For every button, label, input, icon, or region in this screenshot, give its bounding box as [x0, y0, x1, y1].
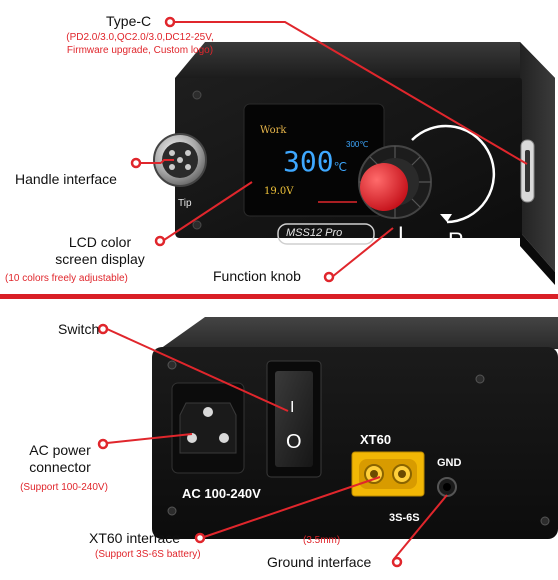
- ac-power-line-2: connector: [29, 459, 91, 475]
- screen-temp-value: 300: [283, 145, 334, 178]
- screw-icon: [167, 360, 177, 370]
- device-top-surface: [175, 42, 555, 78]
- knob-red-cap-icon: [360, 163, 408, 211]
- ac-power-detail: (Support 100-240V): [20, 482, 108, 493]
- callout-line-xt60: [203, 476, 381, 538]
- ac-power-line-1: AC power: [29, 442, 91, 458]
- xt60-interface-label: XT60 interface: [89, 530, 181, 546]
- type-c-detail-2: Firmware upgrade, Custom logo): [66, 45, 214, 56]
- screen-temperature: 300℃: [283, 146, 347, 183]
- xt60-device-label: XT60: [360, 432, 392, 447]
- knob-left-label: L: [398, 222, 411, 247]
- xt60-interface-detail: (Support 3S-6S battery): [95, 549, 201, 560]
- callout-line-switch: [106, 328, 289, 412]
- type-c-title: Type-C: [106, 13, 152, 29]
- knob-right-label: R: [448, 228, 464, 253]
- callout-line-ground: [393, 494, 448, 560]
- switch-off-mark: O: [286, 431, 302, 453]
- callout-line-lcd: [163, 181, 253, 241]
- callout-line-type-c: [174, 21, 528, 165]
- lcd-label-line-1: LCD color: [68, 234, 132, 250]
- lcd-label-line-2: screen display: [55, 251, 145, 267]
- ground-size-label: (3.5mm): [303, 535, 341, 546]
- device-right-side: [520, 42, 555, 272]
- power-switch-rocker-icon: [275, 371, 313, 467]
- knob-arc: [411, 124, 496, 224]
- handle-interface-label: Handle interface: [15, 171, 117, 187]
- screen-temp-unit: ℃: [333, 160, 348, 174]
- lcd-detail: (10 colors freely adjustable): [5, 273, 128, 284]
- model-plate: [277, 223, 375, 245]
- gnd-device-label: GND: [437, 457, 462, 469]
- screen-small-temp: 300℃: [346, 140, 369, 149]
- screw-icon: [540, 516, 550, 526]
- callout-line-ac: [106, 433, 193, 444]
- screen-voltage: 19.0V: [264, 186, 294, 197]
- top-device-illustration: [130, 16, 555, 285]
- screw-icon: [192, 220, 202, 230]
- rear-top-surface: [160, 317, 558, 349]
- ground-interface-label: Ground interface: [267, 554, 372, 570]
- bottom-device-illustration: [97, 317, 558, 568]
- tip-label: Tip: [178, 198, 192, 209]
- screw-icon: [475, 374, 485, 384]
- function-knob-label: Function knob: [213, 268, 301, 284]
- screen-mode: Work: [260, 125, 287, 136]
- switch-label: Switch: [58, 321, 100, 337]
- panel-divider: [0, 294, 558, 299]
- battery-range-label: 3S-6S: [389, 512, 420, 524]
- switch-on-mark: I: [290, 399, 295, 416]
- ac-rating-label: AC 100-240V: [182, 486, 261, 501]
- bottom-panel: AC 100-240V I O XT60 GND 3S-6S Switch AC…: [0, 299, 558, 580]
- top-panel: Tip Work 300℃ 300℃ 19.0V MSS12 Pro L R T…: [5, 13, 555, 285]
- screw-icon: [167, 506, 177, 516]
- callout-line-knob: [331, 227, 394, 278]
- model-name: MSS12 Pro: [286, 227, 343, 239]
- screw-icon: [192, 90, 202, 100]
- type-c-detail-1: (PD2.0/3.0,QC2.0/3.0,DC12-25V,: [66, 32, 214, 43]
